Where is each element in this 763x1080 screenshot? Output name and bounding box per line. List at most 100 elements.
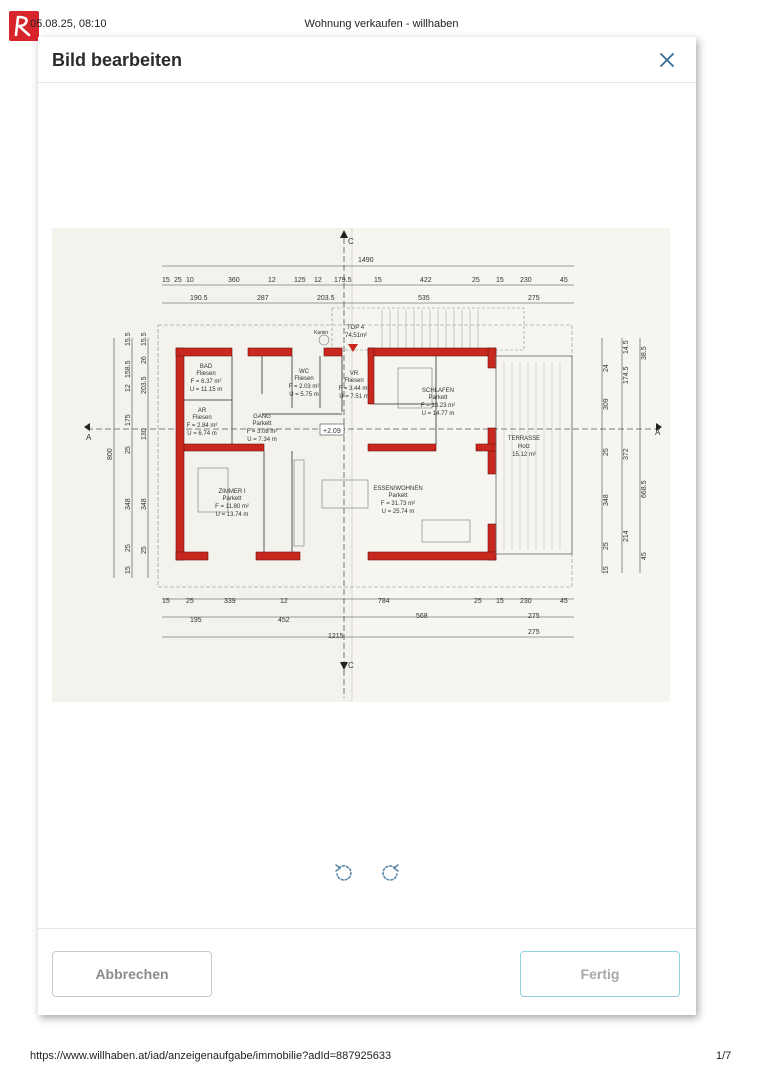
footer-divider [38,928,696,929]
dim-bottom-row2-4: 275 [528,613,540,620]
dim-left-3: 12 [125,384,132,392]
dim-left-11: 203.5 [141,376,148,394]
dim-bottom-2: 25 [186,598,194,605]
kamin-label: Kamin [314,330,328,336]
level-label: +2.09 [323,428,341,435]
room-schlafen-area: F = 13.23 m² [421,403,455,409]
dim-top-row2-3: 203.5 [317,295,335,302]
room-schlafen-perimeter: U = 14.77 m [422,411,455,417]
section-c-top: C [348,237,354,246]
cancel-button[interactable]: Abbrechen [52,951,212,997]
top-label: TOP 4 [347,325,365,331]
room-vr-floor: Fliesen [344,378,363,384]
room-zimmer-area: F = 11.80 m² [215,504,249,510]
room-ar-area: F = 2.84 m² [187,423,218,429]
dim-top-1: 15 [162,277,170,284]
room-bad-perimeter: U = 11.15 m [190,387,222,393]
dim-left-7: 25 [125,544,132,552]
room-terrasse-area: 15.12 m² [512,452,536,458]
room-zimmer-name: ZIMMER I [219,489,246,495]
room-terrasse-name: TERRASSE [508,436,540,442]
dim-left-14: 25 [141,546,148,554]
room-essen-perimeter: U = 25.74 m [382,509,415,515]
dim-right-9: 372 [623,448,630,460]
room-gang-area: F = 3.08 m² [247,429,278,435]
room-ar-name: AR [198,408,207,414]
room-bad-area: F = 6.37 m² [191,379,222,385]
room-essen-floor: Parkett [388,493,407,499]
dim-bottom-row2-2: 452 [278,617,290,624]
dim-right-11: 38.5 [641,346,648,360]
room-zimmer-perimeter: U = 13.74 m [216,512,249,518]
dim-top-13: 230 [520,277,532,284]
dim-right-7: 14.5 [623,340,630,354]
room-ar-floor: Fliesen [192,415,211,421]
print-footer-url: https://www.willhaben.at/iad/anzeigenauf… [30,1050,392,1062]
floorplan-image: C C A A 1490 15 25 10 360 12 125 12 179.… [52,228,670,702]
dim-top-10: 422 [420,277,432,284]
dim-right-13: 45 [641,552,648,560]
dim-top-total: 1490 [358,257,374,264]
room-essen-name: ESSEN/WOHNEN [373,486,422,492]
dim-right-5: 25 [603,542,610,550]
room-wc-area: F = 2.03 m² [289,384,320,390]
room-wc-name: WC [299,369,310,375]
dim-bottom-7: 15 [496,598,504,605]
dim-bottom-9: 45 [560,598,568,605]
room-wc-perimeter: U = 5.75 m [289,392,319,398]
dim-left-2: 158.5 [125,360,132,378]
close-icon[interactable] [658,51,676,69]
dim-bottom-row3-2: 275 [528,629,540,636]
dim-left-8: 15 [125,566,132,574]
room-terrasse-floor: Holz [518,444,530,450]
room-vr-name: VR [350,371,359,377]
dim-bottom-1: 15 [162,598,170,605]
dim-top-row2-2: 287 [257,295,269,302]
room-vr-area: F = 3.44 m² [339,386,370,392]
dim-top-12: 15 [496,277,504,284]
dim-bottom-5: 784 [378,598,390,605]
room-schlafen-name: SCHLAFEN [422,388,454,394]
dim-right-2: 309 [603,398,610,410]
dim-left-9: 15.5 [141,332,148,346]
print-footer-page: 1/7 [716,1050,732,1062]
room-schlafen-floor: Parkett [428,395,447,401]
dim-top-row2-1: 190.5 [190,295,208,302]
dim-left-13: 348 [141,498,148,510]
dim-top-5: 12 [268,277,276,284]
dim-left-5: 25 [125,446,132,454]
dim-top-row2-4: 535 [418,295,430,302]
dim-bottom-6: 25 [474,598,482,605]
dim-bottom-row2-3: 568 [416,613,428,620]
room-bad-floor: Fliesen [196,371,215,377]
dim-right-8: 174.5 [623,366,630,384]
room-essen-area: F = 31.73 m² [381,501,415,507]
rotate-left-icon[interactable] [333,863,353,883]
done-button[interactable]: Fertig [520,951,680,997]
room-bad-name: BAD [200,364,213,370]
print-header: 05.08.25, 08:10 Wohnung verkaufen - will… [0,0,763,48]
room-gang-perimeter: U = 7.34 m [247,437,277,443]
dim-right-6: 15 [603,566,610,574]
dim-left-4: 175 [125,414,132,426]
dim-right-4: 348 [603,494,610,506]
room-gang-name: GANG [253,414,271,420]
dim-top-9: 15 [374,277,382,284]
top-area: 74.51m² [345,333,367,339]
room-wc-floor: Fliesen [294,376,313,382]
dim-right-12: 668.5 [641,480,648,498]
dim-bottom-4: 12 [280,598,288,605]
dim-top-4: 360 [228,277,240,284]
section-c-bottom: C [348,661,354,670]
dim-left-1: 15.5 [125,332,132,346]
dim-left-12: 130 [141,428,148,440]
willhaben-logo-icon [9,11,39,41]
print-date: 05.08.25, 08:10 [30,18,107,30]
dim-top-8: 179.5 [334,277,352,284]
dim-bottom-row2-1: 195 [190,617,202,624]
dim-bottom-3: 339 [224,598,236,605]
dim-left-10: 26 [141,356,148,364]
rotate-right-icon[interactable] [381,863,401,883]
dim-left-6: 348 [125,498,132,510]
dim-top-3: 10 [186,277,194,284]
